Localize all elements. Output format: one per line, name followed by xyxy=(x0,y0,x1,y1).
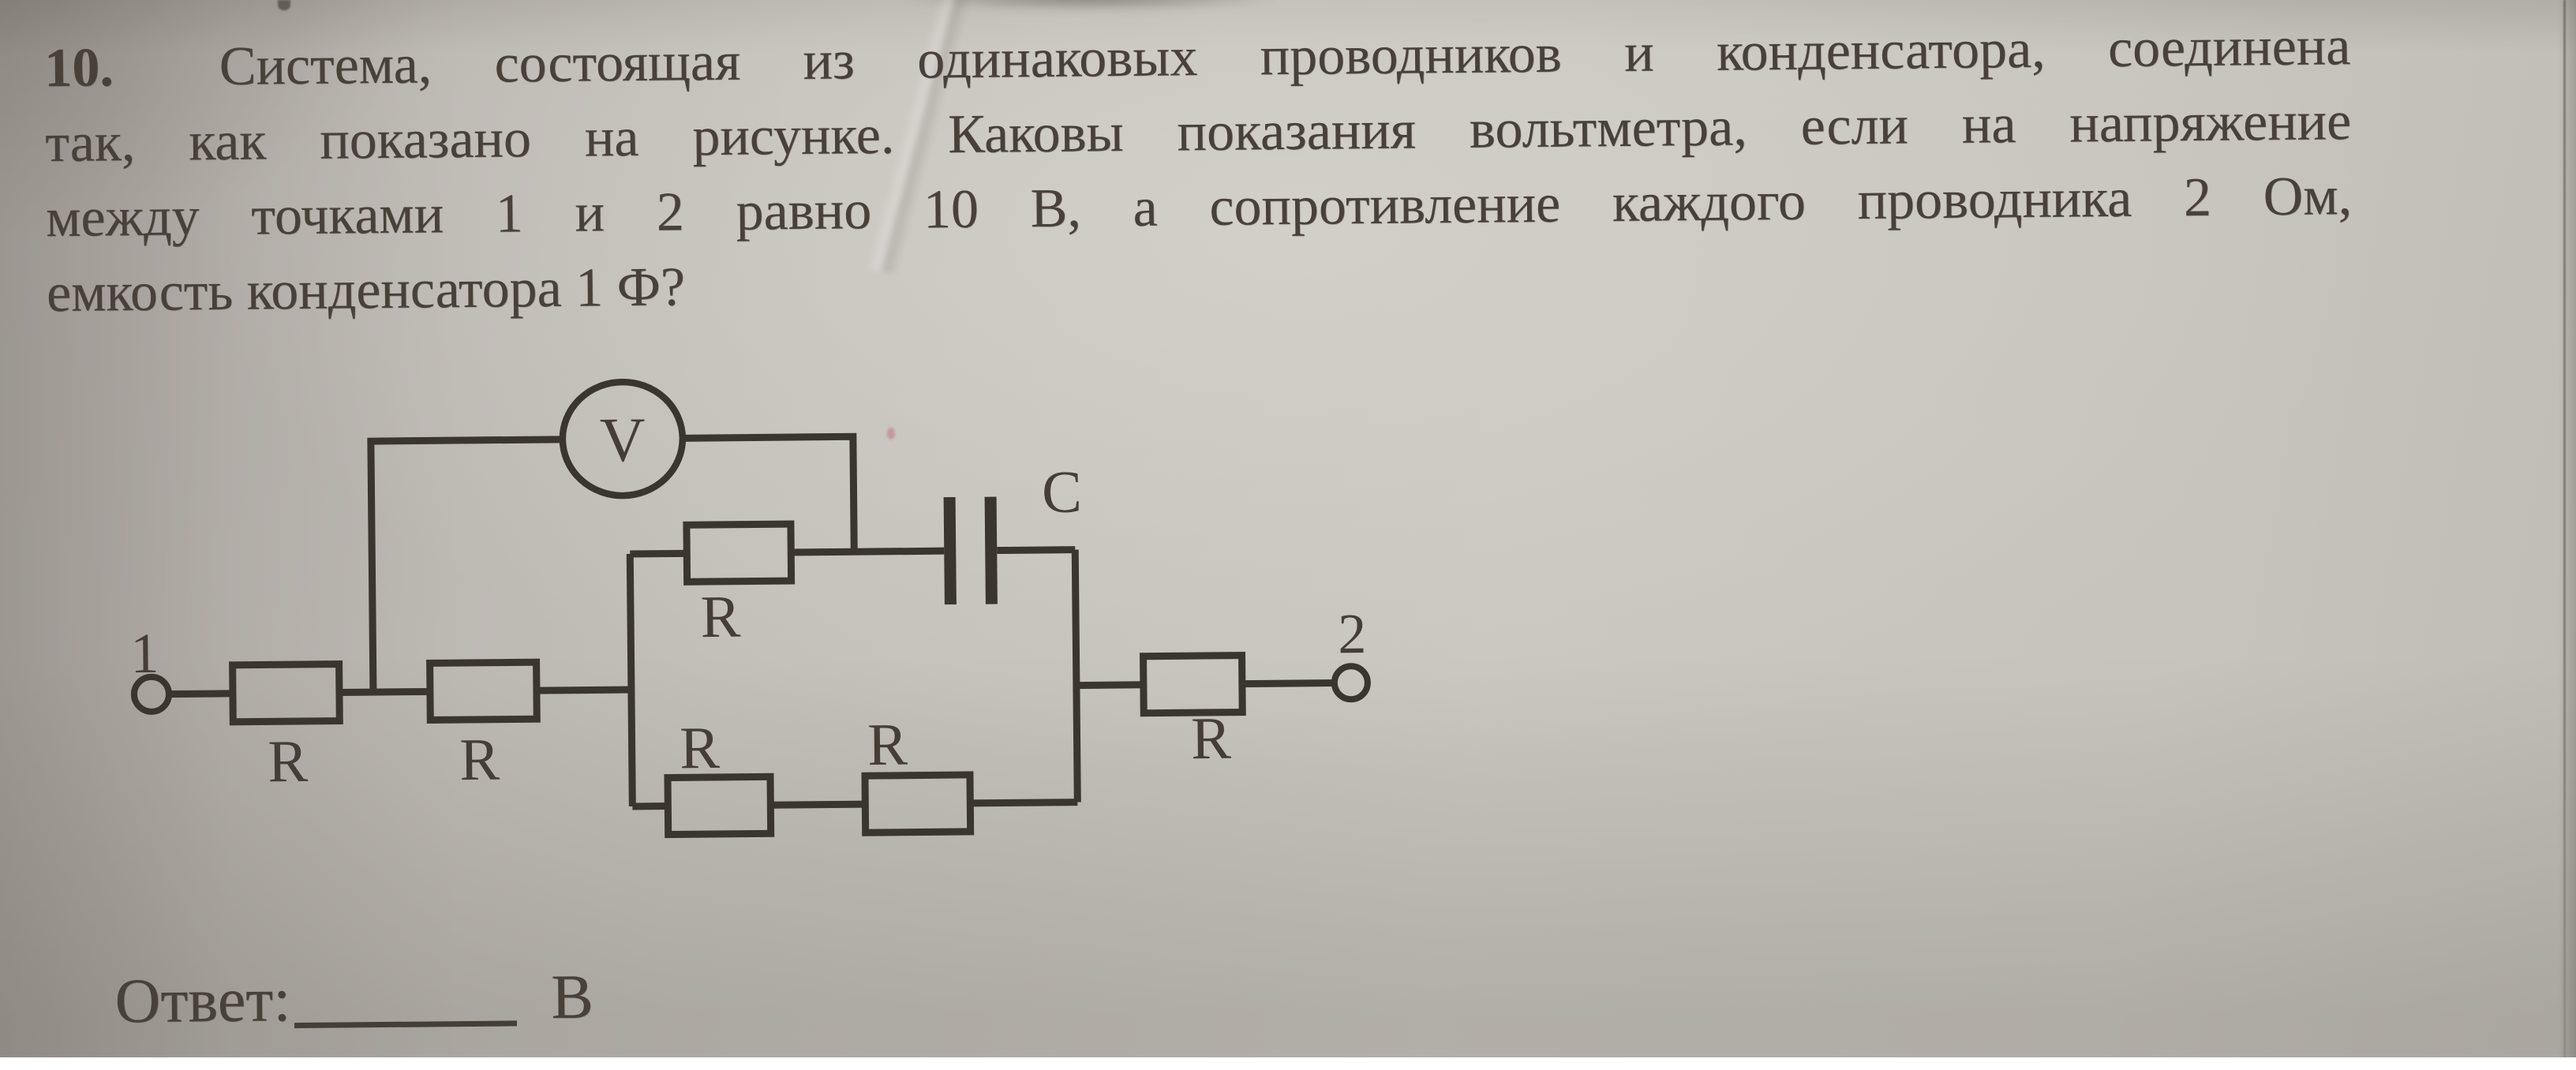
answer-unit: В xyxy=(551,962,593,1032)
resistor-box-5 xyxy=(865,775,971,832)
terminal-1-label: 1 xyxy=(130,622,159,685)
wire xyxy=(630,553,687,554)
wire xyxy=(1076,685,1144,686)
resistor-label-6: R xyxy=(1191,705,1232,772)
resistor-box-4 xyxy=(668,776,771,834)
resistor-label-1: R xyxy=(268,728,309,795)
wire xyxy=(791,551,944,552)
loop-right-vertical-wire xyxy=(1075,550,1077,802)
wire xyxy=(970,802,1077,803)
resistor-label-4: R xyxy=(680,715,721,781)
resistor-label-2: R xyxy=(459,727,500,793)
resistor-box-2 xyxy=(430,662,537,720)
capacitor-label: C xyxy=(1042,459,1083,526)
wire xyxy=(770,804,865,805)
resistor-label-5: R xyxy=(867,712,908,778)
answer-label: Ответ: xyxy=(114,965,291,1036)
wire xyxy=(339,691,430,692)
capacitor-plate-left xyxy=(944,497,957,604)
terminal-2-label: 2 xyxy=(1338,602,1367,665)
voltmeter-right-wire xyxy=(683,436,854,553)
loop-left-vertical-wire xyxy=(630,554,632,806)
answer-blank xyxy=(294,968,517,1028)
voltmeter-label: V xyxy=(600,406,646,476)
resistor-box-1 xyxy=(233,664,340,722)
resistor-label-3: R xyxy=(700,584,741,650)
voltmeter-left-wire xyxy=(371,440,565,692)
resistor-box-3 xyxy=(687,524,792,582)
photo-top-mark xyxy=(278,0,290,10)
answer-line: Ответ: В xyxy=(114,960,593,1051)
terminal-2-node xyxy=(1335,666,1368,699)
wire xyxy=(997,550,1075,551)
capacitor-plate-right xyxy=(985,497,998,604)
